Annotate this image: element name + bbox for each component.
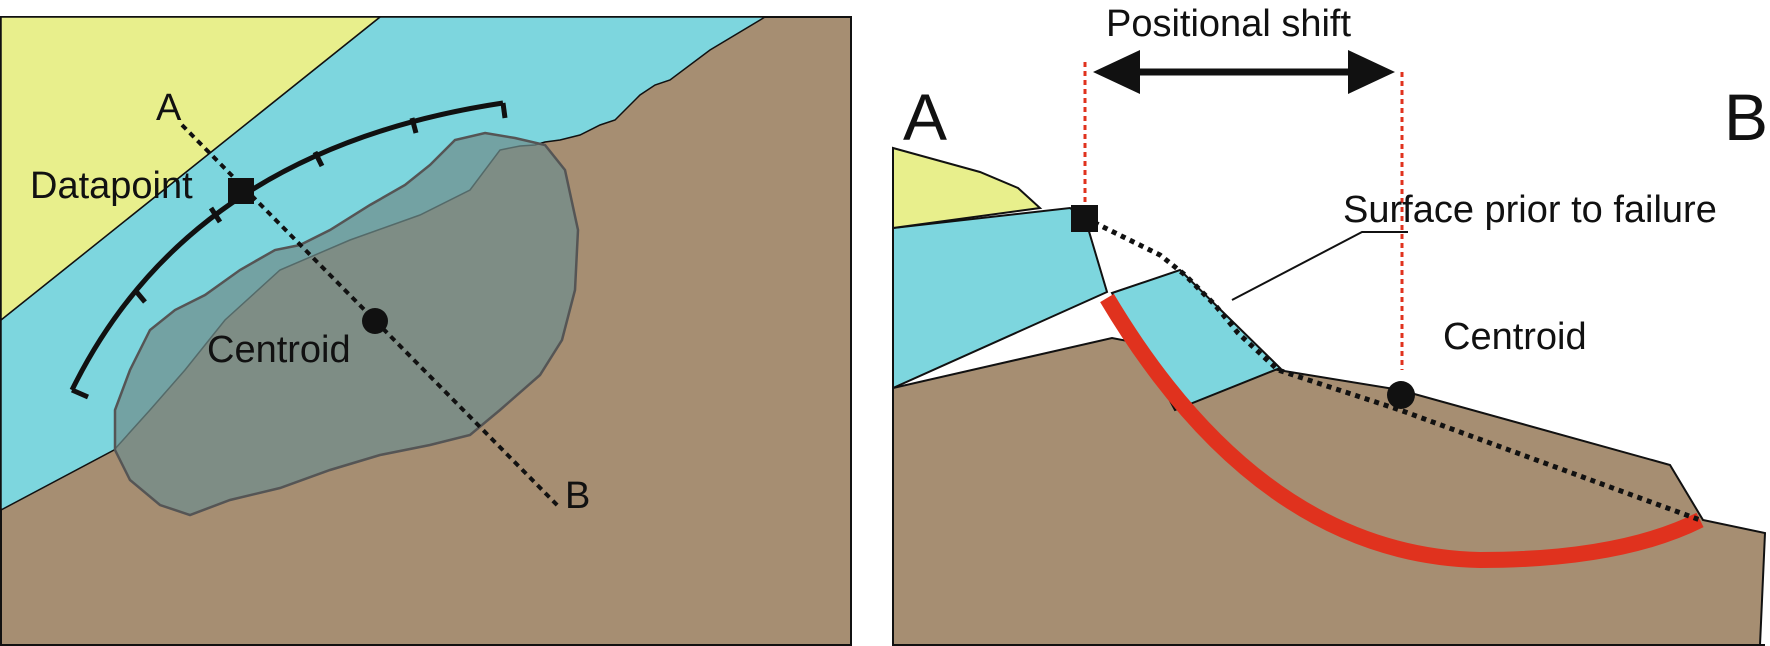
positional-shift-arrow-left-head: [1093, 50, 1140, 94]
scarp-tick: [312, 150, 325, 168]
positional-shift-label: Positional shift: [1106, 3, 1351, 45]
cross-section-datapoint-marker: [1071, 205, 1098, 232]
surface-prior-leader-line: [1231, 231, 1408, 301]
scarp-tick: [133, 288, 147, 304]
scarp-tick: [409, 117, 419, 134]
plan-view-datapoint-marker: [228, 178, 254, 204]
cross-section-centroid-label: Centroid: [1443, 316, 1587, 358]
cross-section-label-a: A: [903, 80, 947, 154]
scarp-tick: [208, 206, 223, 224]
scarp-tick: [500, 102, 508, 119]
cross-section-label-b: B: [1724, 80, 1768, 154]
surface-prior-to-failure-label: Surface prior to failure: [1343, 189, 1717, 231]
plan-view-sand-layer: [0, 16, 383, 322]
plan-view-datapoint-label: Datapoint: [30, 165, 193, 207]
cross-section-bedrock: [892, 336, 1767, 646]
scarp-tick: [70, 387, 90, 400]
plan-view-label-b: B: [565, 475, 590, 517]
plan-view-panel: A B Datapoint Centroid: [0, 16, 852, 646]
positional-shift-arrow-right-head: [1348, 50, 1395, 94]
cross-section-failure-surface: [1100, 293, 1704, 569]
plan-view-scarp-ticks: [70, 102, 508, 400]
plan-view-centroid-marker: [362, 308, 388, 334]
cross-section-centroid-marker: [1387, 381, 1415, 409]
positional-shift-arrow: [1093, 50, 1395, 94]
plan-view-landslide-body: [113, 131, 580, 517]
cross-section-panel: A B Positional shift Surface prior to fa…: [892, 3, 1768, 646]
plan-view-label-a: A: [156, 87, 182, 129]
plan-view-centroid-label: Centroid: [207, 329, 351, 371]
